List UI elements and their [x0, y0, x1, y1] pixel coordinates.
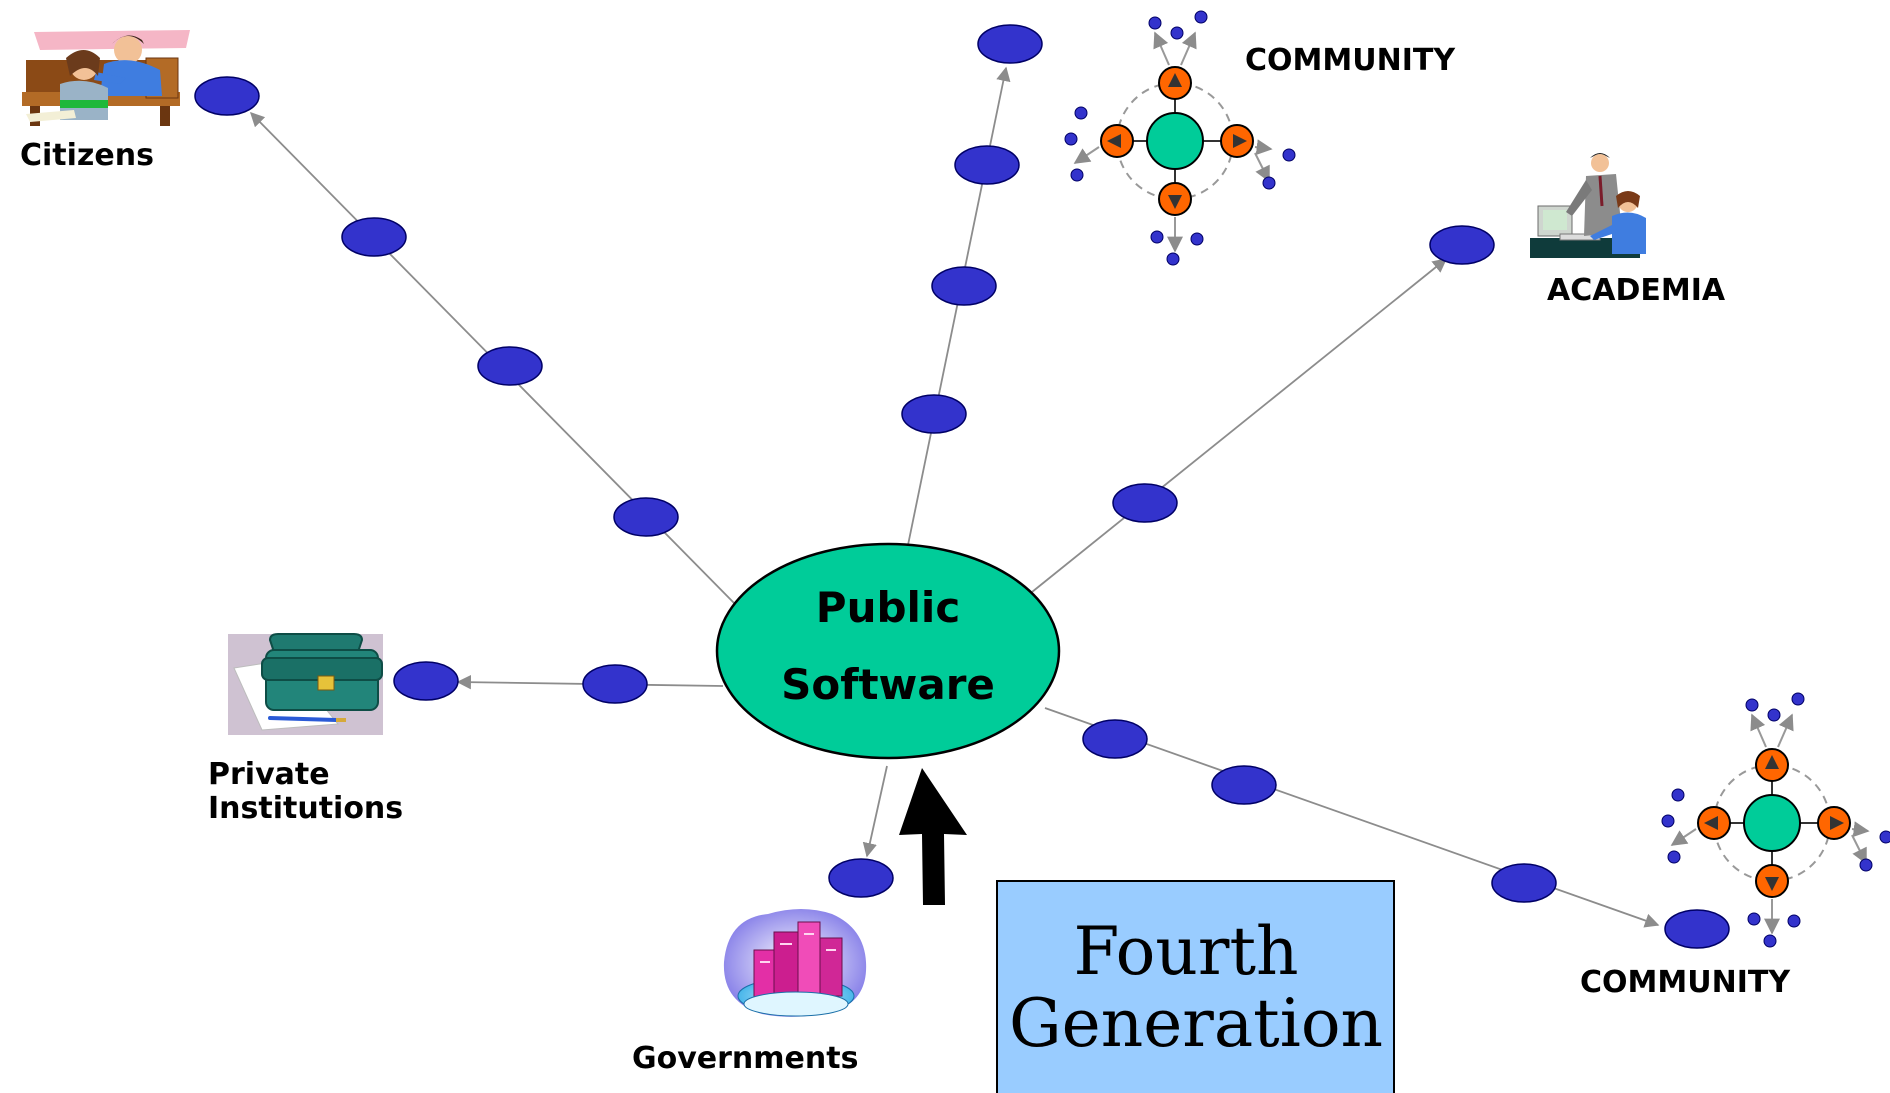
node — [901, 394, 967, 434]
city-buildings-clipart — [723, 909, 867, 1017]
academia-label: ACADEMIA — [1547, 273, 1726, 308]
node — [613, 497, 679, 537]
node — [1082, 719, 1148, 759]
node — [1429, 225, 1495, 265]
community-top-label: COMMUNITY — [1245, 43, 1456, 78]
node — [1211, 765, 1277, 805]
people-at-desk-clipart — [22, 30, 190, 126]
nodes — [194, 24, 1730, 949]
edge-to-community-top — [907, 66, 1011, 546]
community-network-icon — [1662, 693, 1890, 947]
node — [1664, 909, 1730, 949]
node — [931, 266, 997, 306]
fourth-generation-box: Fourth Generation — [996, 880, 1395, 1093]
node — [341, 217, 407, 257]
briefcase-clipart — [228, 633, 383, 735]
node — [582, 664, 648, 704]
node — [828, 858, 894, 898]
citizens-label: Citizens — [20, 138, 154, 173]
edge-to-community-bottom — [1044, 707, 1660, 928]
public-software-hub: Public Software — [715, 542, 1061, 760]
up-arrow-icon — [899, 768, 967, 905]
node — [477, 346, 543, 386]
node — [1112, 483, 1178, 523]
node — [1491, 863, 1557, 903]
fourth-generation-line1: Fourth — [1073, 913, 1298, 990]
hub-label-line2: Software — [781, 660, 995, 709]
private-institutions-label-line1: Private — [208, 757, 330, 792]
node — [194, 76, 260, 116]
edge-to-academia — [1031, 258, 1448, 593]
node — [954, 145, 1020, 185]
governments-label: Governments — [632, 1041, 858, 1076]
edges — [249, 66, 1660, 928]
private-institutions-label-line2: Institutions — [208, 791, 403, 826]
node — [393, 661, 459, 701]
hub-label-line1: Public — [816, 583, 960, 632]
fourth-generation-line2: Generation — [1009, 985, 1383, 1062]
community-bottom-label: COMMUNITY — [1580, 965, 1791, 1000]
edge-to-governments — [862, 765, 888, 858]
node — [977, 24, 1043, 64]
teacher-and-student-at-computer-clipart — [1530, 153, 1646, 258]
